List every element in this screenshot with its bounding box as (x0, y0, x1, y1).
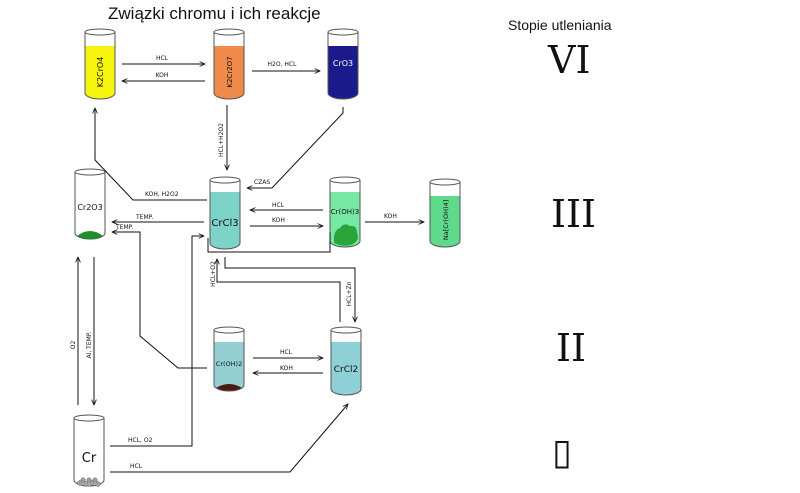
tube-cro3: CrO3 (327, 28, 359, 100)
label-croh2-to-cr2o3: TEMP. (115, 224, 133, 231)
tube-cr-solid (77, 477, 101, 487)
tube-nacroh4-liquid (430, 196, 460, 247)
tube-croh2: Cr(OH)2 (213, 326, 245, 392)
tube-cr2o3: Cr2O3 (74, 168, 106, 240)
label-crcl2-to-croh2: KOH (280, 365, 293, 372)
tube-croh2-label: Cr(OH)2 (216, 360, 242, 368)
arrow-crcl3-to-crcl2 (224, 257, 355, 322)
tube-crcl3: CrCl3 (209, 176, 241, 250)
page-title: Związki chromu i ich reakcje (108, 4, 321, 23)
tube-croh3: Cr(OH)3 (329, 176, 361, 248)
tube-k2cr2o7-liquid (214, 46, 244, 99)
tube-cr2o3-label: Cr2O3 (77, 203, 102, 212)
tube-k2cro4-liquid (85, 46, 115, 99)
label-k2cr2o7-to-crcl3: HCL+H2O2 (218, 123, 225, 157)
label-croh3-to-nacroh4: KOH (384, 213, 397, 220)
label-cr-to-crcl2: HCL (130, 463, 143, 470)
label-crcl3-to-k2cro4: KOH, H2O2 (145, 191, 179, 198)
tube-cr: Cr (73, 414, 105, 487)
tube-croh3-precipitate (333, 224, 358, 246)
tube-k2cro4: K2CrO4 (84, 28, 116, 100)
label-k2cr2o7-to-k2cro4: KOH (156, 72, 169, 79)
arrow-crcl2-to-crcl3 (217, 259, 341, 322)
label-cr2o3-to-cr: Al, TEMP. (86, 332, 93, 359)
tube-cro3-liquid (328, 46, 358, 99)
tube-croh2-precipitate (216, 384, 242, 391)
oxidation-level-vi: VI (548, 38, 591, 82)
label-cr-to-crcl3: HCL, O2 (128, 437, 153, 444)
label-crcl3-to-crcl2: HCL+Zn (346, 281, 353, 306)
oxidation-level-iii: III (551, 192, 597, 236)
tube-nacroh4: Na[Cr(OH)4] (429, 178, 461, 248)
label-cro3-to-crcl3: CZAS (254, 179, 270, 186)
tube-k2cr2o7: K2Cr2O7 (213, 28, 245, 100)
label-cr-to-cr2o3: O2 (70, 341, 77, 350)
arrow-cr-to-crcl2 (110, 404, 348, 473)
tube-cr2o3-solid (77, 231, 103, 239)
tube-k2cr2o7-label: K2Cr2O7 (226, 56, 234, 87)
tube-croh2-liquid (214, 342, 244, 391)
tube-croh3-label: Cr(OH)3 (331, 208, 359, 216)
tube-nacroh4-label: Na[Cr(OH)4] (442, 200, 450, 240)
tube-k2cro4-label: K2CrO4 (96, 57, 105, 88)
label-k2cro4-to-k2cr2o7: HCL (156, 55, 169, 62)
tube-cro3-label: CrO3 (333, 59, 353, 68)
label-croh2-to-crcl2: HCL (280, 349, 293, 356)
label-croh3-to-crcl3: HCL (272, 202, 285, 209)
oxidation-header: Stopie utleniania (508, 17, 612, 33)
oxidation-level-0: ▯ (552, 432, 572, 473)
label-crcl3-to-croh3: KOH (272, 217, 285, 224)
line-crcl3-base (207, 232, 331, 253)
arrow-cr-to-crcl3 (110, 236, 204, 447)
tube-crcl2: CrCl2 (330, 326, 362, 396)
tube-crcl2-label: CrCl2 (334, 365, 359, 375)
tube-crcl3-liquid (210, 192, 240, 249)
label-k2cr2o7-to-cro3: H2O, HCL (268, 61, 298, 68)
arrow-crcl3-to-k2cro4 (95, 108, 207, 201)
oxidation-level-ii: II (556, 326, 587, 370)
tube-cr-label: Cr (82, 451, 97, 466)
label-crcl2-to-crcl3: HCL+O2 (210, 261, 217, 287)
label-crcl3-to-cr2o3: TEMP. (135, 214, 153, 221)
arrow-cro3-to-crcl3 (247, 107, 344, 188)
tube-crcl3-label: CrCl3 (211, 218, 238, 229)
arrow-croh2-to-cr2o3 (112, 232, 207, 369)
tube-crcl2-liquid (331, 342, 361, 395)
